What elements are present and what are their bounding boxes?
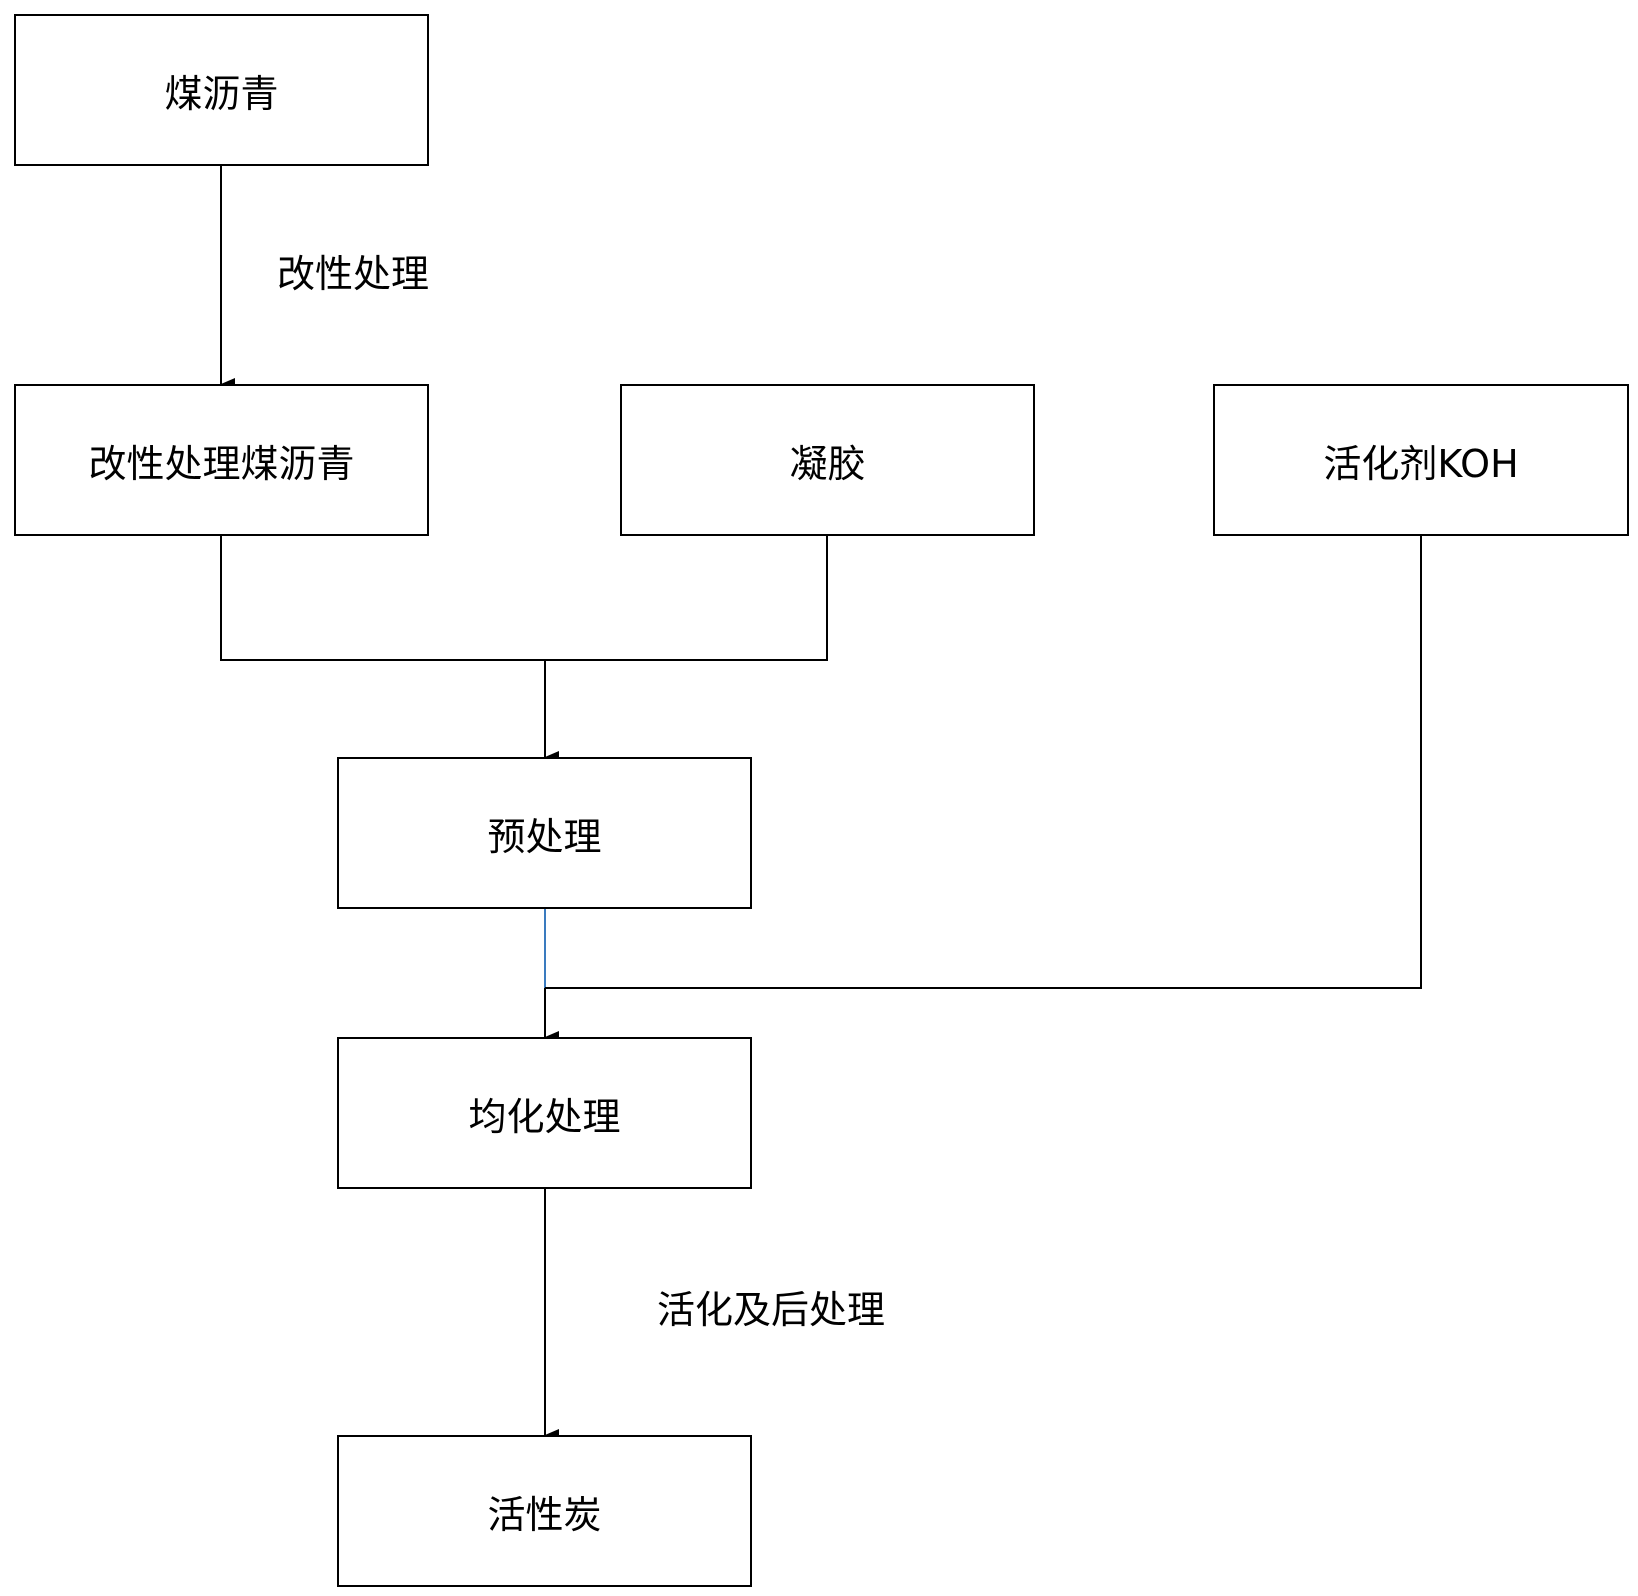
node-coal-pitch: 煤沥青 (14, 14, 429, 166)
node-label: 凝胶 (789, 441, 866, 486)
node-gel: 凝胶 (620, 384, 1035, 536)
edge-label-activation-post-treatment: 活化及后处理 (657, 1288, 886, 1332)
node-label: 改性处理煤沥青 (88, 441, 355, 486)
node-label: 均化处理 (468, 1094, 621, 1139)
node-activated-carbon: 活性炭 (337, 1435, 752, 1587)
node-label: 预处理 (487, 814, 602, 859)
edge-modified-to-merge (220, 536, 828, 661)
edge-label-modification: 改性处理 (277, 252, 430, 296)
node-modified-coal-pitch: 改性处理煤沥青 (14, 384, 429, 536)
node-pretreatment: 预处理 (337, 757, 752, 909)
node-homogenization: 均化处理 (337, 1037, 752, 1189)
edge-activator-to-junction (545, 536, 1422, 989)
node-label: 煤沥青 (164, 71, 279, 116)
node-activator-koh: 活化剂KOH (1213, 384, 1629, 536)
node-label: 活性炭 (487, 1492, 602, 1537)
node-label: 活化剂KOH (1323, 441, 1519, 486)
